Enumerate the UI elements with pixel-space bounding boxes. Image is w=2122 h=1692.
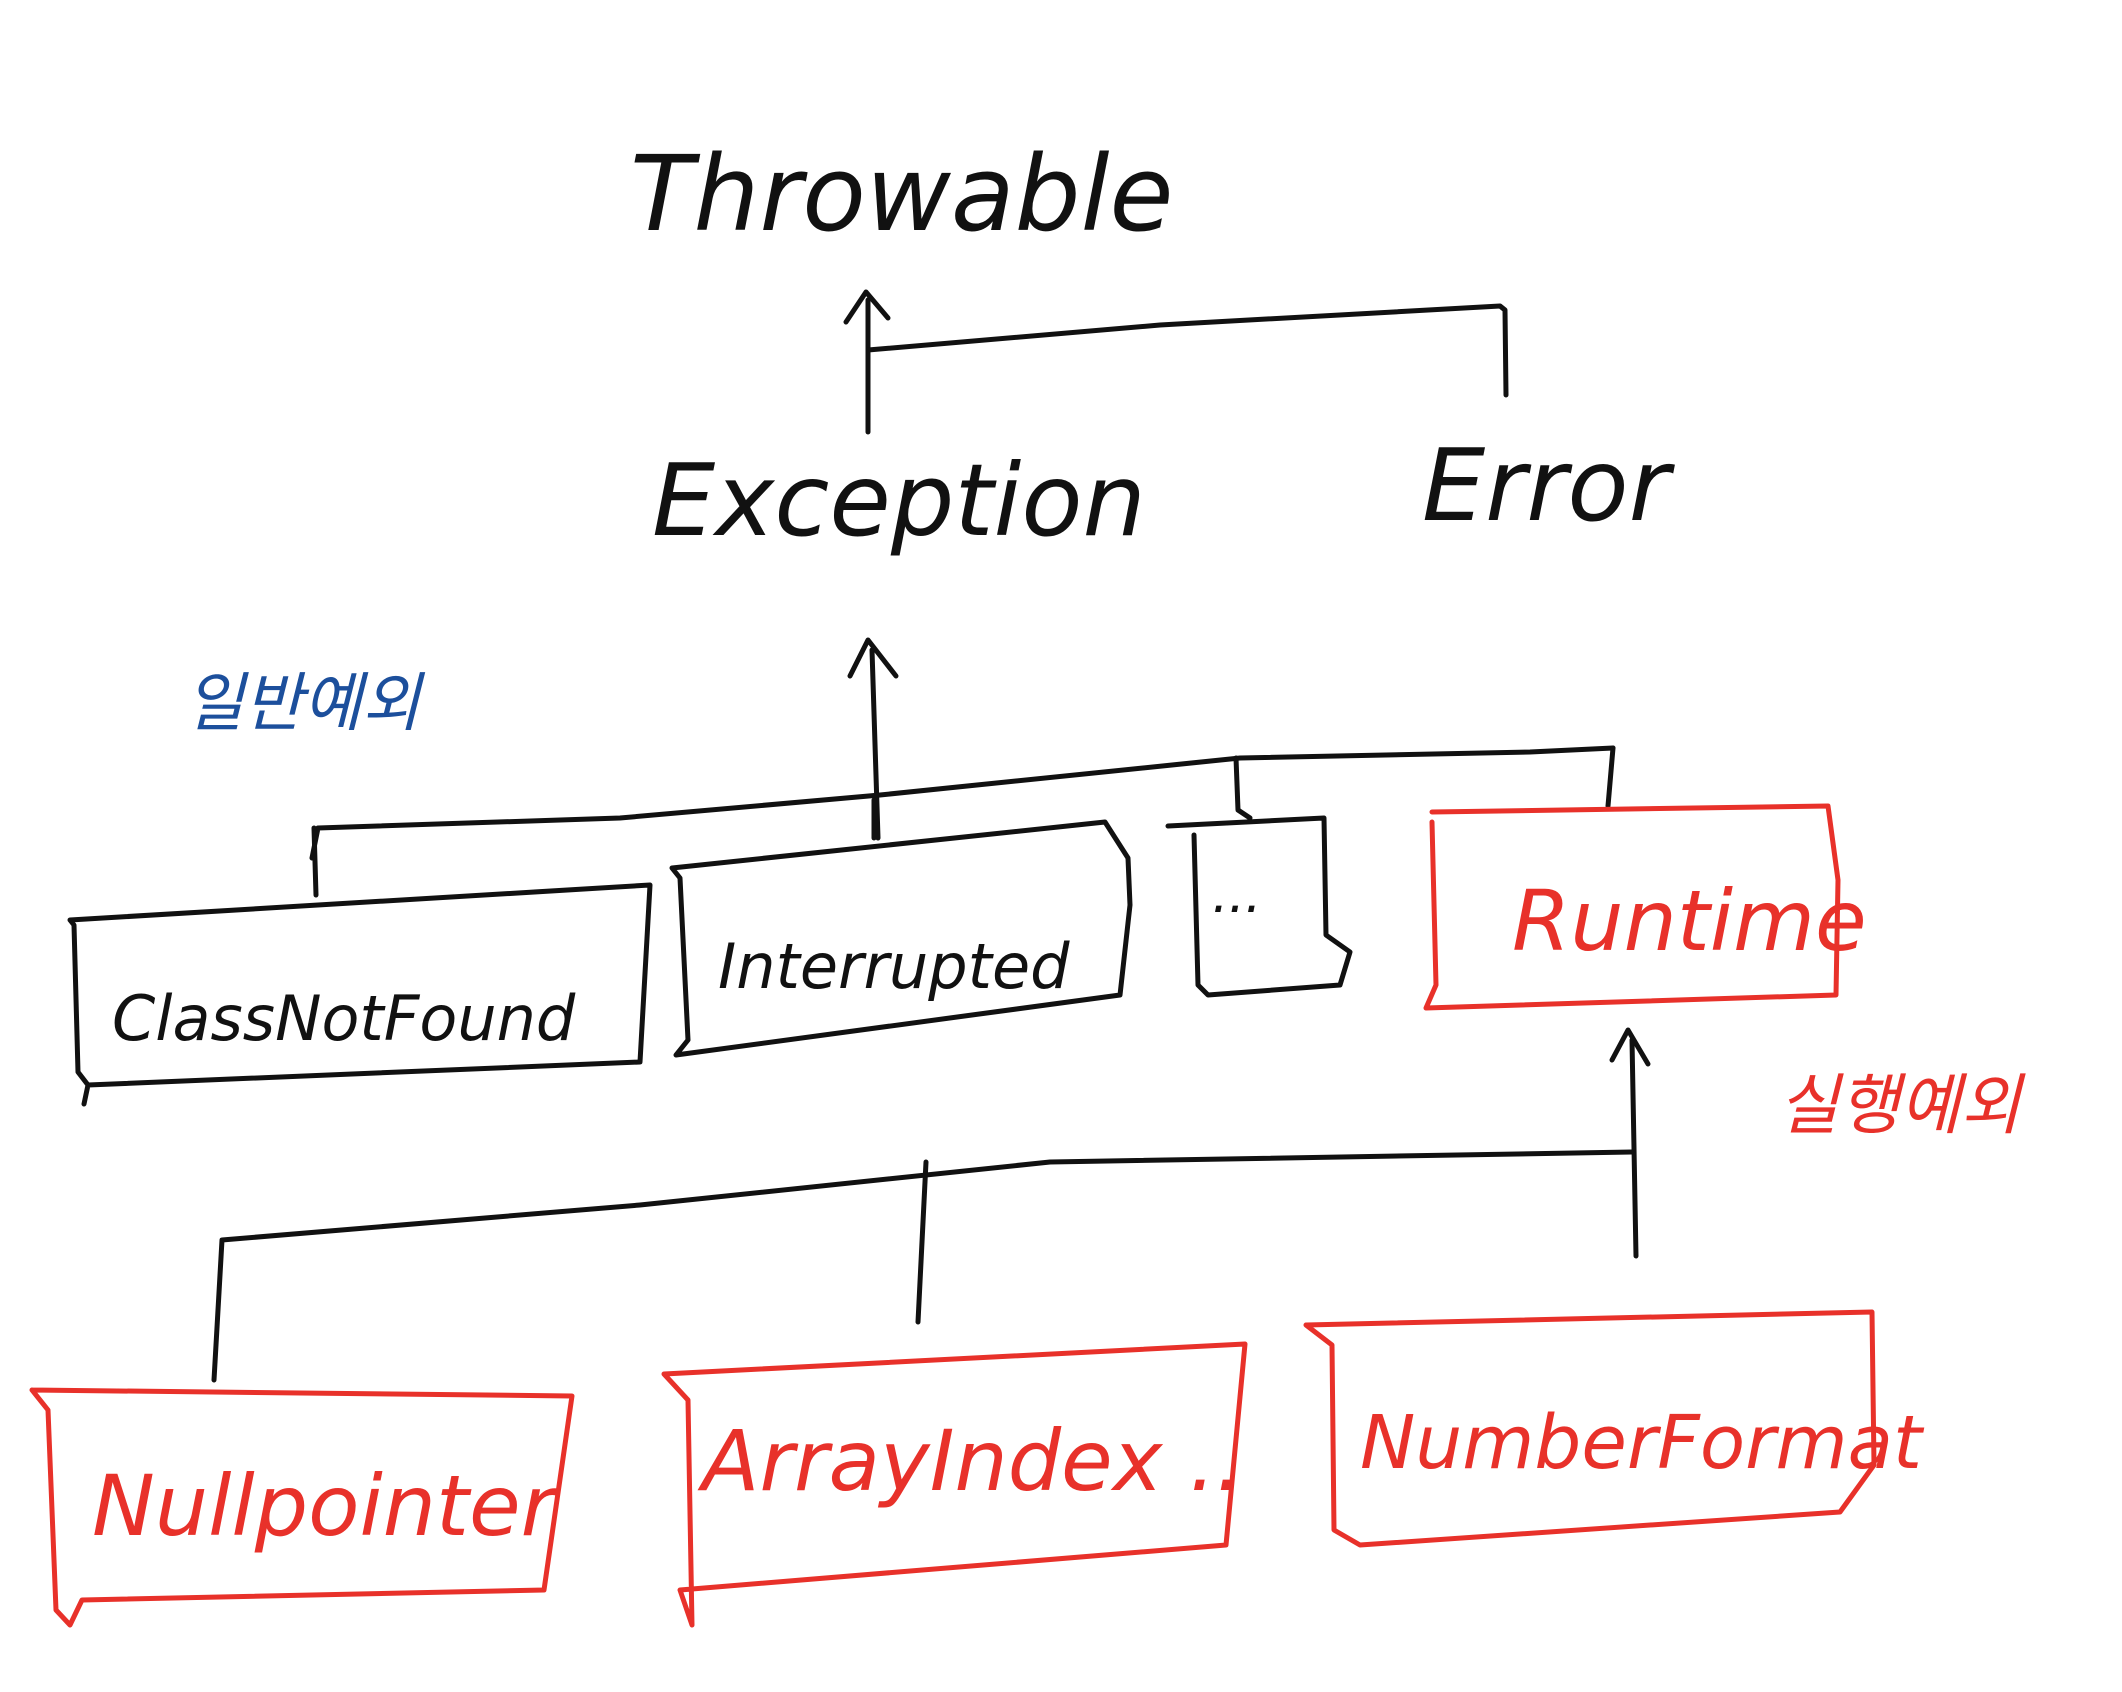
ellipsis-box xyxy=(1165,815,1353,998)
array-index-node: ArrayIndex .. xyxy=(661,1341,1248,1628)
throwable-label: Throwable xyxy=(630,133,1174,255)
interrupted-box xyxy=(669,819,1133,1058)
runtime-node: Runtime xyxy=(1423,803,1867,1011)
runtime-label: Runtime xyxy=(1512,872,1867,970)
null-pointer-node: Nullpointer xyxy=(29,1387,575,1628)
ellipsis-node: ... xyxy=(1165,815,1353,998)
class-not-found-box xyxy=(67,882,653,1107)
null-pointer-box xyxy=(29,1387,575,1628)
exception-children-bus xyxy=(309,745,1616,861)
runtime-exception-annotation: 실행예외 xyxy=(1778,1067,2026,1144)
exception-to-throwable-arrow xyxy=(843,289,891,435)
runtime-connector xyxy=(1605,745,1616,809)
error-label: Error xyxy=(1422,427,1676,544)
class-not-found-label: ClassNotFound xyxy=(112,982,576,1055)
interrupted-label: Interrupted xyxy=(718,930,1070,1003)
runtime-box xyxy=(1423,803,1841,1011)
exception-label: Exception xyxy=(652,442,1146,559)
children-to-exception-arrow xyxy=(847,637,899,841)
array-index-label: ArrayIndex .. xyxy=(697,1412,1243,1510)
general-exception-annotation: 일반예외 xyxy=(185,667,426,741)
runtime-children-arrow xyxy=(1609,1027,1651,1259)
error-connector xyxy=(865,303,1509,398)
runtime-children-bus xyxy=(211,1149,1635,1383)
number-format-node: NumberFormat xyxy=(1303,1309,1925,1548)
array-index-box xyxy=(661,1341,1248,1628)
ellipsis-connector xyxy=(1233,755,1253,821)
number-format-label: NumberFormat xyxy=(1360,1400,1925,1486)
ellipsis-label: ... xyxy=(1212,865,1262,925)
number-format-box xyxy=(1303,1309,1877,1548)
null-pointer-label: Nullpointer xyxy=(92,1457,560,1555)
class-not-found-node: ClassNotFound xyxy=(67,882,653,1107)
classnotfound-connector xyxy=(311,825,319,898)
arrayindex-connector xyxy=(915,1159,929,1325)
interrupted-node: Interrupted xyxy=(669,819,1133,1058)
